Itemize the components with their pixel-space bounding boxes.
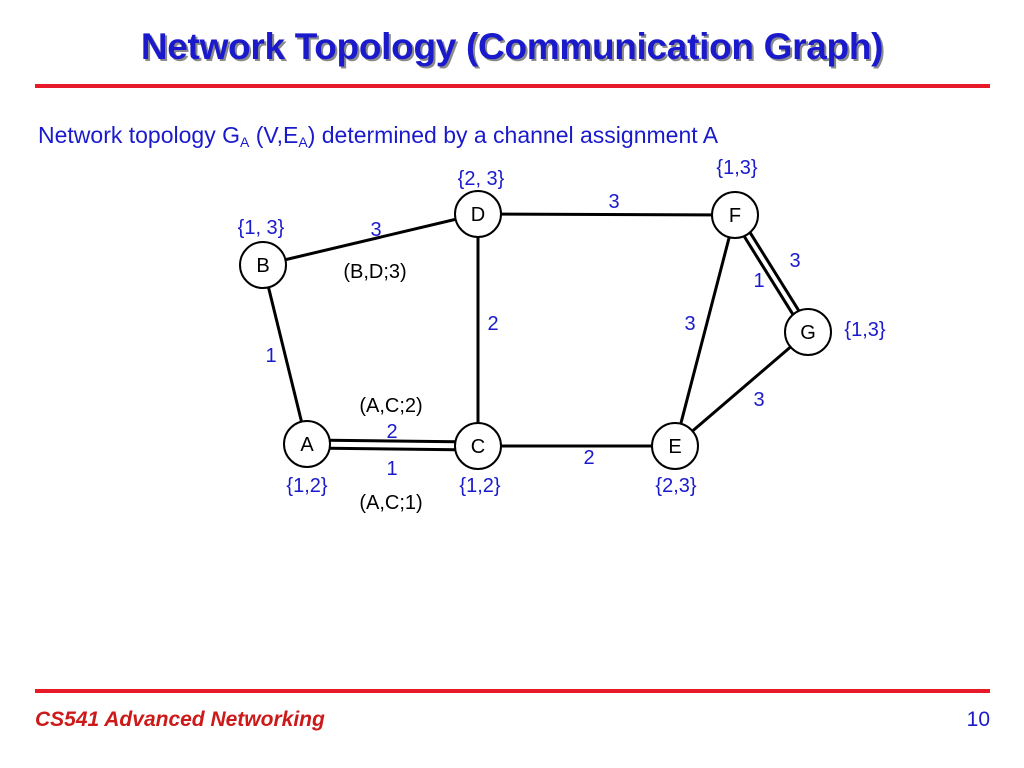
node-label-b: B (256, 255, 269, 277)
edges-layer (261, 212, 813, 452)
node-channels-d: {2, 3} (458, 168, 505, 190)
node-circle-e (651, 422, 699, 470)
edge-channel-label-f-e: 3 (684, 313, 695, 335)
edge-channel-label-f-g-3: 3 (789, 250, 800, 272)
edge-a-c-1 (306, 446, 478, 452)
node-g: G (784, 308, 832, 356)
node-e: E (651, 422, 699, 470)
labels-layer: 3 3 1 2 3 1 3 3 2 1 2 {1, 3} {2, 3} {1,3} {1,3} {1,2} {1… (238, 157, 886, 514)
node-b: B (239, 241, 287, 289)
edge-f-e (673, 214, 737, 447)
subtitle-prefix: Network topology G (38, 122, 240, 148)
node-label-e: E (668, 436, 681, 458)
footer-course: CS541 Advanced Networking (35, 708, 325, 731)
nodes-layer: B D F G A C E (239, 190, 832, 470)
edge-g-e (674, 330, 809, 448)
edge-channel-label-a-c-2: 2 (386, 421, 397, 443)
footer-divider (35, 689, 990, 693)
edge-channel-label-g-e: 3 (753, 389, 764, 411)
subtitle: Network topology GA (V,EA) determined by… (38, 122, 718, 149)
subtitle-suffix: ) determined by a channel assignment A (307, 122, 719, 148)
node-circle-f (711, 191, 759, 239)
edge-channel-label-a-c-1: 1 (386, 458, 397, 480)
edge-channel-label-f-g-1: 1 (753, 270, 764, 292)
node-d: D (454, 190, 502, 238)
node-channels-c: {1,2} (459, 475, 500, 497)
edge-channel-label-d-c: 2 (487, 313, 498, 335)
node-c: C (454, 422, 502, 470)
node-label-a: A (300, 434, 314, 456)
edge-channel-label-b-a: 1 (265, 345, 276, 367)
node-label-g: G (800, 322, 816, 344)
node-label-c: C (471, 436, 485, 458)
node-circle-g (784, 308, 832, 356)
node-circle-b (239, 241, 287, 289)
node-channels-a: {1,2} (286, 475, 327, 497)
node-circle-c (454, 422, 502, 470)
node-channels-f: {1,3} (716, 157, 757, 179)
annotation-ac1: (A,C;1) (359, 492, 422, 514)
annotation-ac2: (A,C;2) (359, 395, 422, 417)
subtitle-middle: (V,E (249, 122, 299, 148)
subtitle-subscript-2: A (298, 134, 308, 150)
node-a: A (283, 420, 331, 468)
edge-channel-label-d-f: 3 (608, 191, 619, 213)
node-f: F (711, 191, 759, 239)
page-number: 10 (966, 708, 990, 731)
edge-channel-label-b-d: 3 (370, 219, 381, 241)
node-circle-d (454, 190, 502, 238)
edge-b-a (261, 264, 309, 445)
node-label-d: D (471, 204, 485, 226)
subtitle-subscript-1: A (239, 134, 250, 150)
annotation-bd3: (B,D;3) (343, 261, 406, 283)
edge-b-d (262, 212, 479, 267)
slide-title: Network Topology (Communication Graph) (140, 26, 884, 67)
edge-d-f (477, 212, 736, 217)
node-label-f: F (729, 205, 741, 227)
title-divider (35, 84, 990, 88)
edge-a-c-2 (307, 438, 479, 444)
edge-channel-label-c-e: 2 (583, 447, 594, 469)
node-channels-b: {1, 3} (238, 217, 285, 239)
node-channels-e: {2,3} (655, 475, 696, 497)
node-channels-g: {1,3} (844, 319, 885, 341)
node-circle-a (283, 420, 331, 468)
